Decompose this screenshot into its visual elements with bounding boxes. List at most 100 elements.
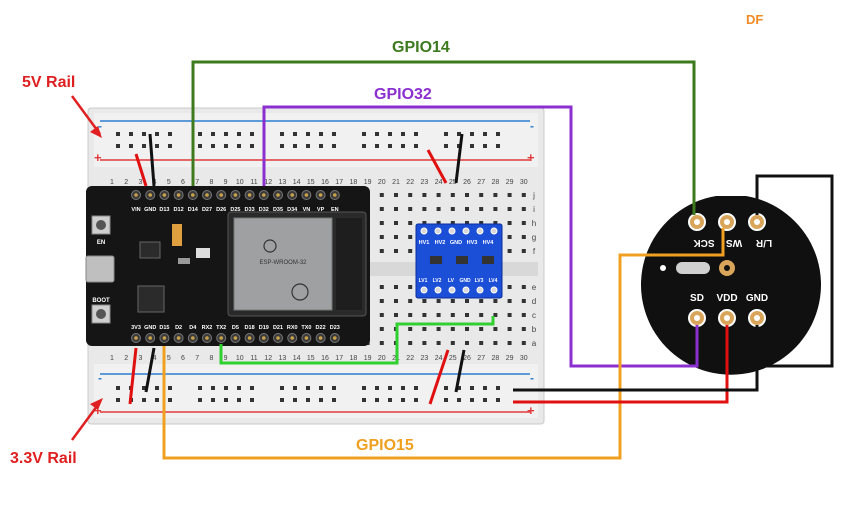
column-number-bottom: 28 — [492, 355, 500, 362]
rail-hole — [375, 398, 379, 402]
breadboard-hole — [394, 193, 398, 197]
rail-hole — [414, 132, 418, 136]
wire-vdd-power — [513, 325, 729, 404]
column-number-top: 27 — [477, 179, 485, 186]
bottom-rail-minus-left: - — [98, 371, 102, 385]
jumper-3v3-black — [144, 347, 156, 393]
breadboard-hole — [394, 285, 398, 289]
esp32-top-pin-label: D34 — [287, 207, 298, 213]
rail-hole — [155, 398, 159, 402]
esp32-header-pin-bottom-core — [205, 336, 209, 340]
rail-hole — [388, 386, 392, 390]
level-shifter-bottom-label: LV — [448, 278, 455, 284]
esp32-bottom-pin-label: D4 — [189, 325, 197, 331]
rail-hole — [168, 386, 172, 390]
level-shifter-top-label: HV1 — [419, 240, 430, 246]
esp32-top-pin-label: VN — [303, 207, 311, 213]
esp32-header-pin-bottom-core — [318, 336, 323, 340]
rail-hole — [116, 132, 120, 136]
column-number-top: 5 — [167, 179, 171, 186]
rail-hole — [198, 386, 202, 390]
breadboard-hole — [507, 299, 512, 303]
wire-gpio15 — [162, 228, 725, 460]
esp32-bottom-pin-label: D15 — [159, 325, 169, 331]
rail-hole — [388, 132, 392, 136]
breadboard-hole — [465, 341, 469, 345]
rail-hole — [362, 386, 366, 390]
esp32-header-pin-bottom-core — [191, 336, 195, 340]
esp32-top-pin-label: VP — [317, 207, 325, 213]
esp32-header-pin-top-core — [262, 193, 266, 197]
breadboard-hole — [479, 341, 484, 345]
esp32-header-pin-bottom-core — [333, 336, 337, 340]
level-shifter-hole-top — [434, 227, 442, 235]
column-number-top: 30 — [520, 179, 528, 186]
breadboard-hole — [465, 207, 469, 211]
rail-hole — [401, 132, 405, 136]
smd-component — [178, 258, 190, 264]
breadboard-hole — [408, 193, 413, 197]
breadboard-hole — [379, 193, 384, 197]
rail-hole — [470, 132, 474, 136]
rail-hole — [280, 144, 284, 148]
mic-label-sck: SCK — [693, 237, 715, 248]
rail-hole — [457, 398, 461, 402]
esp32-bottom-pin-label: D2 — [175, 325, 182, 331]
rail-hole — [142, 132, 146, 136]
rail-hole — [483, 144, 487, 148]
level-shifter-bottom-label: LV4 — [489, 278, 498, 284]
mic-pin-sck-hole — [694, 219, 700, 225]
top-rail-plus-right: + — [527, 150, 535, 165]
rail-hole — [332, 386, 336, 390]
breadboard-hole — [465, 193, 469, 197]
column-number-top: 29 — [506, 179, 514, 186]
breadboard-hole — [465, 327, 469, 331]
breadboard-hole — [379, 313, 384, 317]
column-number-top: 7 — [195, 179, 199, 186]
rail-hole — [237, 386, 241, 390]
column-number-bottom: 22 — [406, 355, 414, 362]
esp32-header-pin-top-core — [176, 193, 181, 197]
breadboard-hole — [394, 221, 398, 225]
column-number-bottom: 12 — [264, 355, 272, 362]
rail-hole — [306, 132, 310, 136]
breadboard-hole — [436, 299, 441, 303]
breadboard-hole — [394, 313, 398, 317]
mosfet-3 — [482, 256, 494, 264]
level-shifter-hole-top — [462, 227, 470, 235]
breadboard-hole — [394, 299, 398, 303]
rail-hole — [457, 386, 461, 390]
breadboard-hole — [507, 327, 512, 331]
column-number-bottom: 13 — [279, 355, 287, 362]
breadboard-hole — [450, 327, 455, 331]
level-shifter-hole-bottom — [490, 286, 498, 294]
bottom-rail-minus-right: - — [530, 371, 534, 385]
column-number-bottom: 9 — [224, 355, 228, 362]
breadboard-hole — [493, 313, 498, 317]
rail-hole — [211, 144, 215, 148]
column-number-bottom: 16 — [321, 355, 329, 362]
top-power-rail — [94, 113, 538, 167]
column-number-bottom: 2 — [124, 355, 128, 362]
rail-hole — [388, 144, 392, 148]
esp32-header-pin-bottom-core — [304, 336, 309, 340]
rail-hole — [280, 132, 284, 136]
level-shifter-top-label: HV4 — [483, 240, 495, 246]
rail-hole — [414, 386, 418, 390]
esp32-bottom-pin-label: D5 — [232, 325, 239, 331]
wroom-espressif-icon — [291, 283, 309, 301]
rail-hole — [470, 398, 474, 402]
rail-hole — [444, 398, 448, 402]
rail-hole — [362, 132, 366, 136]
column-number-top: 16 — [321, 179, 329, 186]
row-letter: a — [532, 339, 537, 348]
column-number-top: 8 — [209, 179, 213, 186]
breadboard-hole — [507, 193, 512, 197]
mic-sound-port-hole — [724, 265, 730, 271]
rail-hole — [116, 398, 120, 402]
column-number-top: 9 — [224, 179, 228, 186]
rail-hole — [293, 132, 297, 136]
breadboard-hole — [507, 249, 512, 253]
rail-hole — [224, 144, 228, 148]
